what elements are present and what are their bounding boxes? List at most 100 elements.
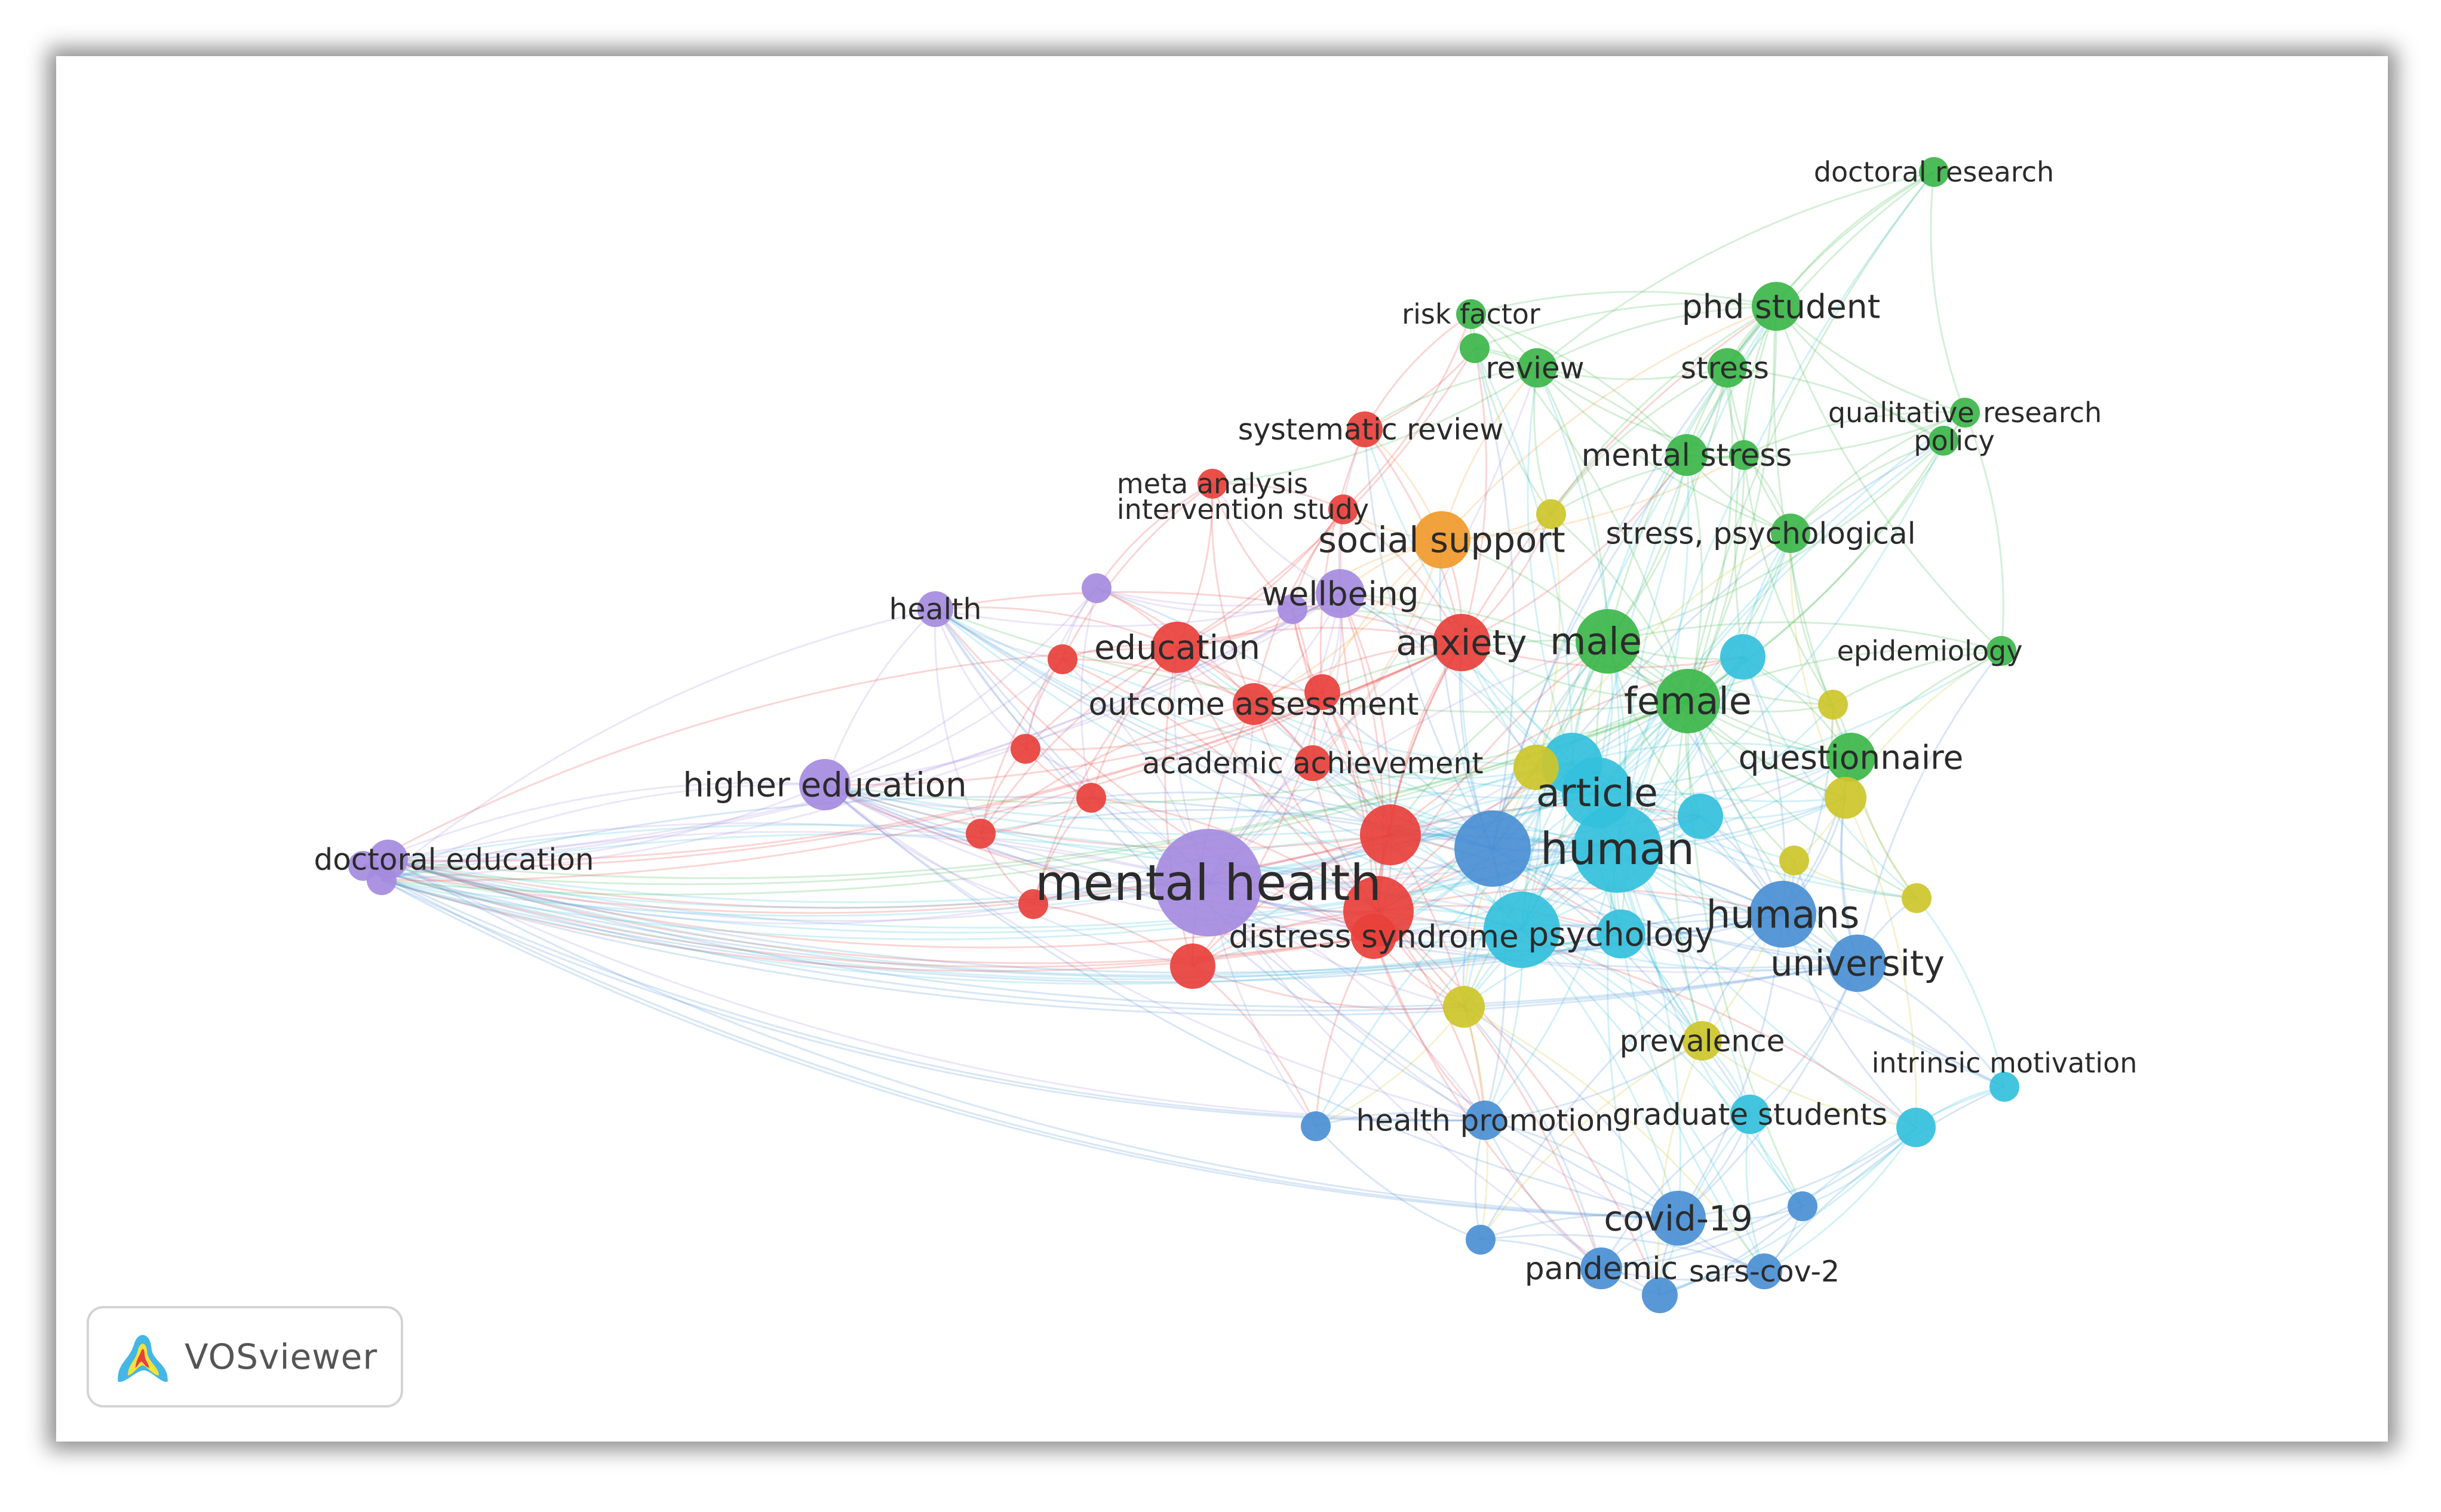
node-health[interactable] (917, 591, 953, 627)
node-label-anxiety[interactable]: anxiety (1396, 622, 1527, 663)
node-u-red-4[interactable] (1048, 644, 1077, 674)
node-u-cyan-4[interactable] (1720, 634, 1765, 680)
node-u-green-2[interactable] (1729, 440, 1759, 470)
node-label-policy[interactable]: policy (1914, 425, 1994, 457)
node-label-female[interactable]: female (1624, 680, 1752, 723)
node-label-systematic-review[interactable]: systematic review (1238, 413, 1504, 447)
node-stress-psychological[interactable] (1771, 514, 1810, 553)
node-label-doctoral-education[interactable]: doctoral education (314, 843, 594, 877)
node-label-humans[interactable]: humans (1706, 893, 1860, 937)
node-label-wellbeing[interactable]: wellbeing (1261, 574, 1418, 613)
node-stress[interactable] (1708, 348, 1747, 388)
node-label-university[interactable]: university (1770, 943, 1945, 984)
node-label-mental-stress[interactable]: mental stress (1582, 438, 1792, 474)
node-anxiety[interactable] (1433, 614, 1490, 671)
node-u-cyan-2[interactable] (1542, 733, 1602, 794)
keyword-co-occurrence-network[interactable]: doctoral research phd student risk factor r… (56, 56, 2388, 1442)
node-u-yellow-5[interactable] (1779, 846, 1809, 875)
node-u-cyan-3[interactable] (1678, 794, 1723, 839)
node-outcome-assessment[interactable] (1233, 683, 1275, 725)
node-u-red-9[interactable] (1304, 674, 1340, 710)
node-prevalence[interactable] (1682, 1021, 1722, 1061)
node-label-epidemiology[interactable]: epidemiology (1837, 635, 2023, 667)
node-education[interactable] (1152, 622, 1203, 673)
node-label-health[interactable]: health (889, 592, 981, 626)
node-u-yellow-4[interactable] (1818, 690, 1848, 720)
node-u-purple-2[interactable] (1278, 594, 1307, 624)
node-label-intrinsic-motivation[interactable]: intrinsic motivation (1872, 1047, 2138, 1079)
node-u-yellow-1[interactable] (1513, 745, 1559, 790)
node-label-higher-education[interactable]: higher education (683, 766, 966, 805)
node-mental-health[interactable] (1155, 829, 1262, 936)
node-u-purple-1[interactable] (1082, 573, 1112, 603)
node-label-questionnaire[interactable]: questionnaire (1739, 738, 1964, 776)
node-qualitative-research[interactable] (1950, 398, 1980, 428)
node-label-intervention-study[interactable]: intervention study (1117, 493, 1369, 525)
node-intrinsic-motivation[interactable] (1989, 1072, 2019, 1102)
node-male[interactable] (1576, 609, 1640, 674)
node-phd-student[interactable] (1752, 282, 1801, 331)
node-u-cyan-1[interactable] (1484, 892, 1560, 968)
node-label-psychology[interactable]: psychology (1528, 915, 1714, 953)
node-u-blue-5[interactable] (1788, 1191, 1817, 1221)
node-u-green-1[interactable] (1460, 333, 1490, 363)
node-label-distress-syndrome[interactable]: distress syndrome (1229, 919, 1519, 955)
node-label-graduate-students[interactable]: graduate students (1613, 1098, 1887, 1132)
node-u-blue-1[interactable] (1454, 810, 1531, 887)
node-label-stress-psychological[interactable]: stress, psychological (1605, 517, 1915, 551)
node-higher-education[interactable] (799, 759, 850, 810)
node-u-blue-2[interactable] (1301, 1111, 1331, 1141)
node-policy[interactable] (1929, 426, 1958, 456)
node-u-red-5[interactable] (1011, 734, 1040, 764)
node-epidemiology[interactable] (1986, 636, 2016, 666)
node-pandemic[interactable] (1580, 1247, 1622, 1289)
node-wellbeing[interactable] (1316, 569, 1365, 618)
node-label-meta-analysis[interactable]: meta analysis (1117, 468, 1308, 500)
node-u-cyan-5[interactable] (1896, 1108, 1936, 1147)
node-u-red-1[interactable] (1360, 804, 1421, 865)
node-covid-19[interactable] (1651, 1191, 1706, 1246)
node-u-blue-3[interactable] (1466, 1225, 1496, 1255)
node-u-yellow-7[interactable] (1825, 777, 1866, 819)
node-label-health-promotion[interactable]: health promotion (1356, 1104, 1613, 1138)
node-label-outcome-assessment[interactable]: outcome assessment (1089, 687, 1419, 723)
node-label-qualitative-research[interactable]: qualitative research (1828, 397, 2102, 429)
node-label-male[interactable]: male (1550, 620, 1642, 663)
node-label-sars-cov-2[interactable]: sars-cov-2 (1689, 1255, 1840, 1289)
node-systematic-review[interactable] (1347, 411, 1383, 447)
node-u-red-8[interactable] (1018, 889, 1048, 919)
node-label-phd-student[interactable]: phd student (1682, 287, 1880, 325)
node-questionnaire[interactable] (1826, 733, 1875, 782)
node-u-red-7[interactable] (1076, 783, 1106, 813)
node-label-pandemic[interactable]: pandemic (1525, 1251, 1678, 1287)
node-review[interactable] (1518, 348, 1557, 388)
node-u-red-3[interactable] (1170, 944, 1215, 989)
node-university[interactable] (1829, 935, 1886, 992)
node-graduate-students[interactable] (1730, 1095, 1770, 1134)
node-u-yellow-3[interactable] (1536, 499, 1566, 529)
node-label-covid-19[interactable]: covid-19 (1604, 1198, 1752, 1239)
node-distress-syndrome[interactable] (1351, 914, 1396, 959)
node-sars-cov-2[interactable] (1746, 1253, 1782, 1289)
node-u-blue-4[interactable] (1642, 1277, 1678, 1313)
node-label-human[interactable]: human (1540, 823, 1694, 875)
node-label-doctoral-research[interactable]: doctoral research (1814, 156, 2054, 188)
node-label-risk-factor[interactable]: risk factor (1402, 298, 1540, 330)
node-label-social-support[interactable]: social support (1318, 520, 1565, 561)
node-label-prevalence[interactable]: prevalence (1620, 1024, 1785, 1059)
node-intervention-study[interactable] (1328, 494, 1358, 524)
node-social-support[interactable] (1413, 511, 1470, 568)
node-label-review[interactable]: review (1485, 351, 1584, 386)
node-label-article[interactable]: article (1536, 771, 1658, 816)
node-mental-stress[interactable] (1666, 434, 1708, 476)
node-psychology[interactable] (1596, 909, 1645, 958)
node-label-education[interactable]: education (1094, 629, 1260, 668)
node-female[interactable] (1656, 669, 1720, 733)
node-u-yellow-6[interactable] (1902, 883, 1932, 913)
node-meta-analysis[interactable] (1198, 469, 1227, 499)
node-risk-factor[interactable] (1456, 299, 1486, 329)
node-u-red-6[interactable] (966, 819, 996, 849)
node-label-mental-health[interactable]: mental health (1035, 854, 1381, 912)
node-humans[interactable] (1749, 881, 1816, 948)
node-academic-achievement[interactable] (1295, 745, 1331, 781)
